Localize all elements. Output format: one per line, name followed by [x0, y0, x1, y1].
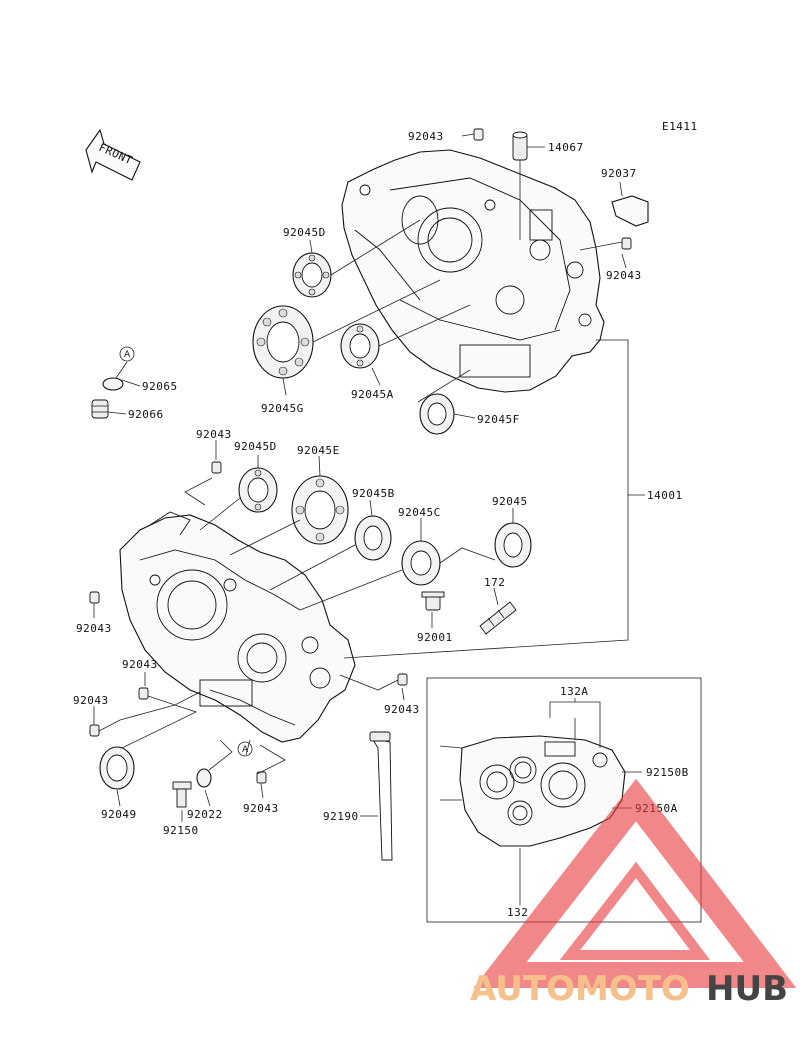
label-92045e: 92045E [297, 444, 340, 457]
diagram-code: E1411 [662, 120, 698, 133]
bracket-92037 [611, 195, 649, 227]
label-92043-b: 92043 [243, 802, 279, 815]
front-arrow-icon: FRONT [85, 128, 141, 181]
label-92045d-top: 92045D [283, 226, 326, 239]
label-92190: 92190 [323, 810, 359, 823]
label-14067: 14067 [548, 141, 584, 154]
bolt-92066 [91, 399, 109, 419]
bolt-92150 [172, 781, 192, 808]
bearing-92045e [291, 475, 349, 545]
watermark-text-hub: HUB [706, 969, 788, 1009]
label-92045a: 92045A [351, 388, 394, 401]
automotohub-watermark [473, 778, 797, 988]
cover-group-frame [426, 677, 702, 923]
label-92043-l3: 92043 [73, 694, 109, 707]
label-92043-right: 92043 [606, 269, 642, 282]
bearing-92045g [252, 305, 314, 379]
bearing-92045d-upper [292, 252, 332, 298]
dowel-pin-92043-right [621, 237, 632, 250]
bearing-92045c [401, 540, 441, 586]
label-92045: 92045 [492, 495, 528, 508]
upper-crankcase-half [341, 149, 605, 393]
label-92045d-mid: 92045D [234, 440, 277, 453]
lower-crankcase-half [119, 511, 356, 743]
label-92043-l1: 92043 [76, 622, 112, 635]
label-92066: 92066 [128, 408, 164, 421]
label-92065: 92065 [142, 380, 178, 393]
dowel-pin-92043-mid [211, 461, 222, 474]
label-92150: 92150 [163, 824, 199, 837]
part-labels: 92043 14067 92037 92043 92045D 92045G 92… [73, 130, 689, 919]
svg-text:A: A [242, 745, 249, 755]
label-92043-l2: 92043 [122, 658, 158, 671]
washer-92065 [102, 377, 124, 391]
ring-92022 [196, 768, 212, 788]
label-92045b: 92045B [352, 487, 395, 500]
label-92045f: 92045F [477, 413, 520, 426]
oil-seal-92049 [99, 746, 135, 790]
hose-92190 [369, 731, 393, 861]
bearing-92045a [340, 323, 380, 369]
crankcase-cover [459, 735, 626, 847]
ref-marker-a-lower: A [237, 741, 253, 757]
stud-172 [479, 601, 517, 635]
label-132: 132 [507, 906, 528, 919]
dowel-pin-92043-l2 [138, 687, 149, 700]
bearing-92045d-lower [238, 467, 278, 513]
label-172: 172 [484, 576, 505, 589]
label-92049: 92049 [101, 808, 137, 821]
dowel-pin-92043-top [473, 128, 484, 141]
label-92045g: 92045G [261, 402, 304, 415]
ref-marker-a-upper: A [119, 346, 135, 362]
bearing-92045f [419, 393, 455, 435]
bearing-92045b [354, 515, 392, 561]
watermark-text-automoto: AUTOMOTO [470, 969, 690, 1009]
label-92022: 92022 [187, 808, 223, 821]
label-92150b: 92150B [646, 766, 689, 779]
label-92043-top: 92043 [408, 130, 444, 143]
label-132a: 132A [560, 685, 589, 698]
label-92045c: 92045C [398, 506, 441, 519]
pin-14067 [512, 131, 528, 161]
dowel-pin-92043-r2 [397, 673, 408, 686]
plug-92001 [421, 591, 445, 611]
watermark-logo-triangle [473, 778, 797, 988]
label-92043-r2: 92043 [384, 703, 420, 716]
label-92043-mid: 92043 [196, 428, 232, 441]
svg-text:A: A [124, 350, 131, 360]
bearing-92045 [494, 522, 532, 568]
leader-lines [93, 133, 645, 905]
label-14001: 14001 [647, 489, 683, 502]
dowel-pin-92043-l3 [89, 724, 100, 737]
label-92037: 92037 [601, 167, 637, 180]
dowel-pin-92043-l1 [89, 591, 100, 604]
label-92001: 92001 [417, 631, 453, 644]
